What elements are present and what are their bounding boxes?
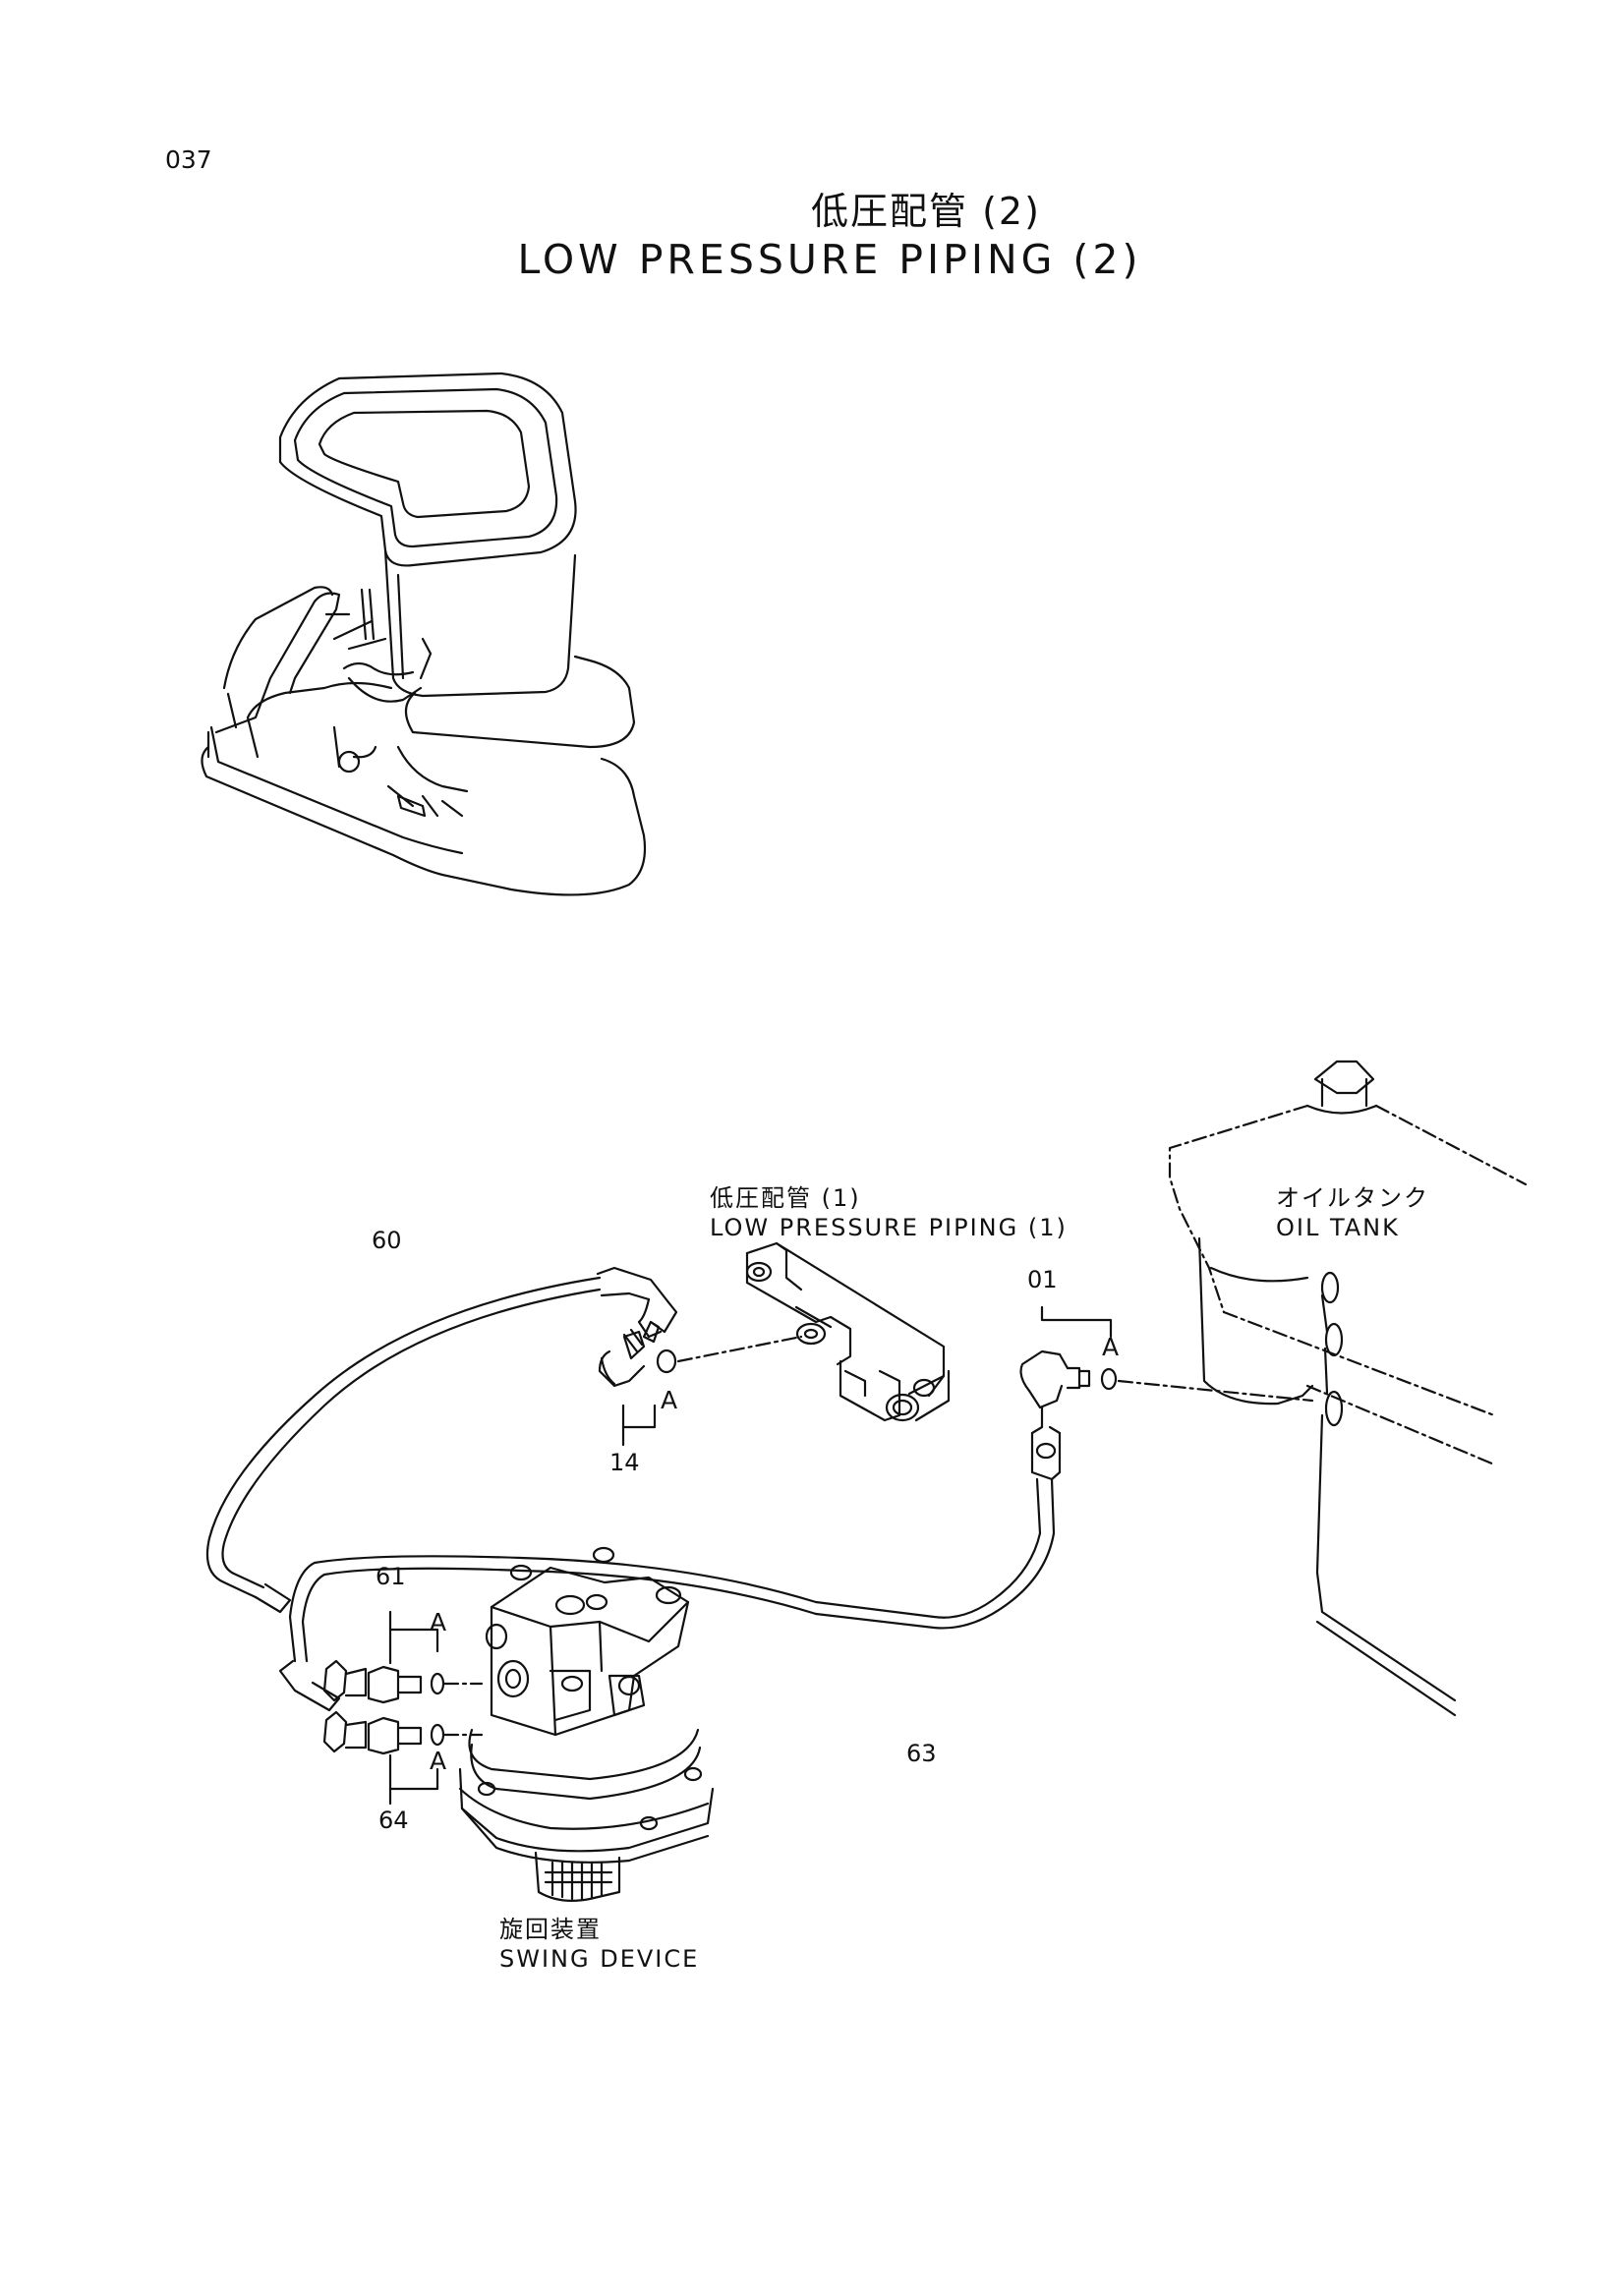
fitting-61-and-64 <box>322 1610 484 1806</box>
low-pressure-piping-1-label-ja: 低圧配管 (1) <box>710 1184 861 1212</box>
part-number-01: 01 <box>1027 1266 1058 1293</box>
page-title-japanese: 低圧配管 (2) <box>811 190 1041 233</box>
fitting-14 <box>598 1328 803 1447</box>
page-title-english: LOW PRESSURE PIPING (2) <box>517 236 1142 283</box>
page-number: 037 <box>165 145 212 174</box>
swing-device-label-en: SWING DEVICE <box>499 1945 700 1973</box>
part-number-63: 63 <box>906 1740 937 1767</box>
detail-marker-a-61: A <box>430 1608 447 1636</box>
low-pressure-piping-1-block <box>745 1241 951 1422</box>
hose-60 <box>205 1266 678 1614</box>
part-number-61: 61 <box>376 1563 406 1590</box>
machine-overview-illustration <box>201 372 647 896</box>
part-number-60: 60 <box>372 1227 402 1254</box>
swing-device <box>458 1546 715 1902</box>
oil-tank <box>1168 1060 1528 1717</box>
elbow-01-and-hose-63 <box>278 1305 1314 1712</box>
low-pressure-piping-1-label-en: LOW PRESSURE PIPING (1) <box>710 1214 1068 1241</box>
detail-marker-a-14: A <box>661 1386 678 1414</box>
part-number-64: 64 <box>378 1807 409 1834</box>
part-number-14: 14 <box>609 1449 640 1476</box>
oil-tank-label-ja: オイルタンク <box>1276 1184 1429 1212</box>
swing-device-label-ja: 旋回装置 <box>499 1916 602 1943</box>
oil-tank-label-en: OIL TANK <box>1276 1214 1400 1241</box>
detail-marker-a-01: A <box>1102 1333 1120 1361</box>
detail-marker-a-64: A <box>430 1747 447 1775</box>
